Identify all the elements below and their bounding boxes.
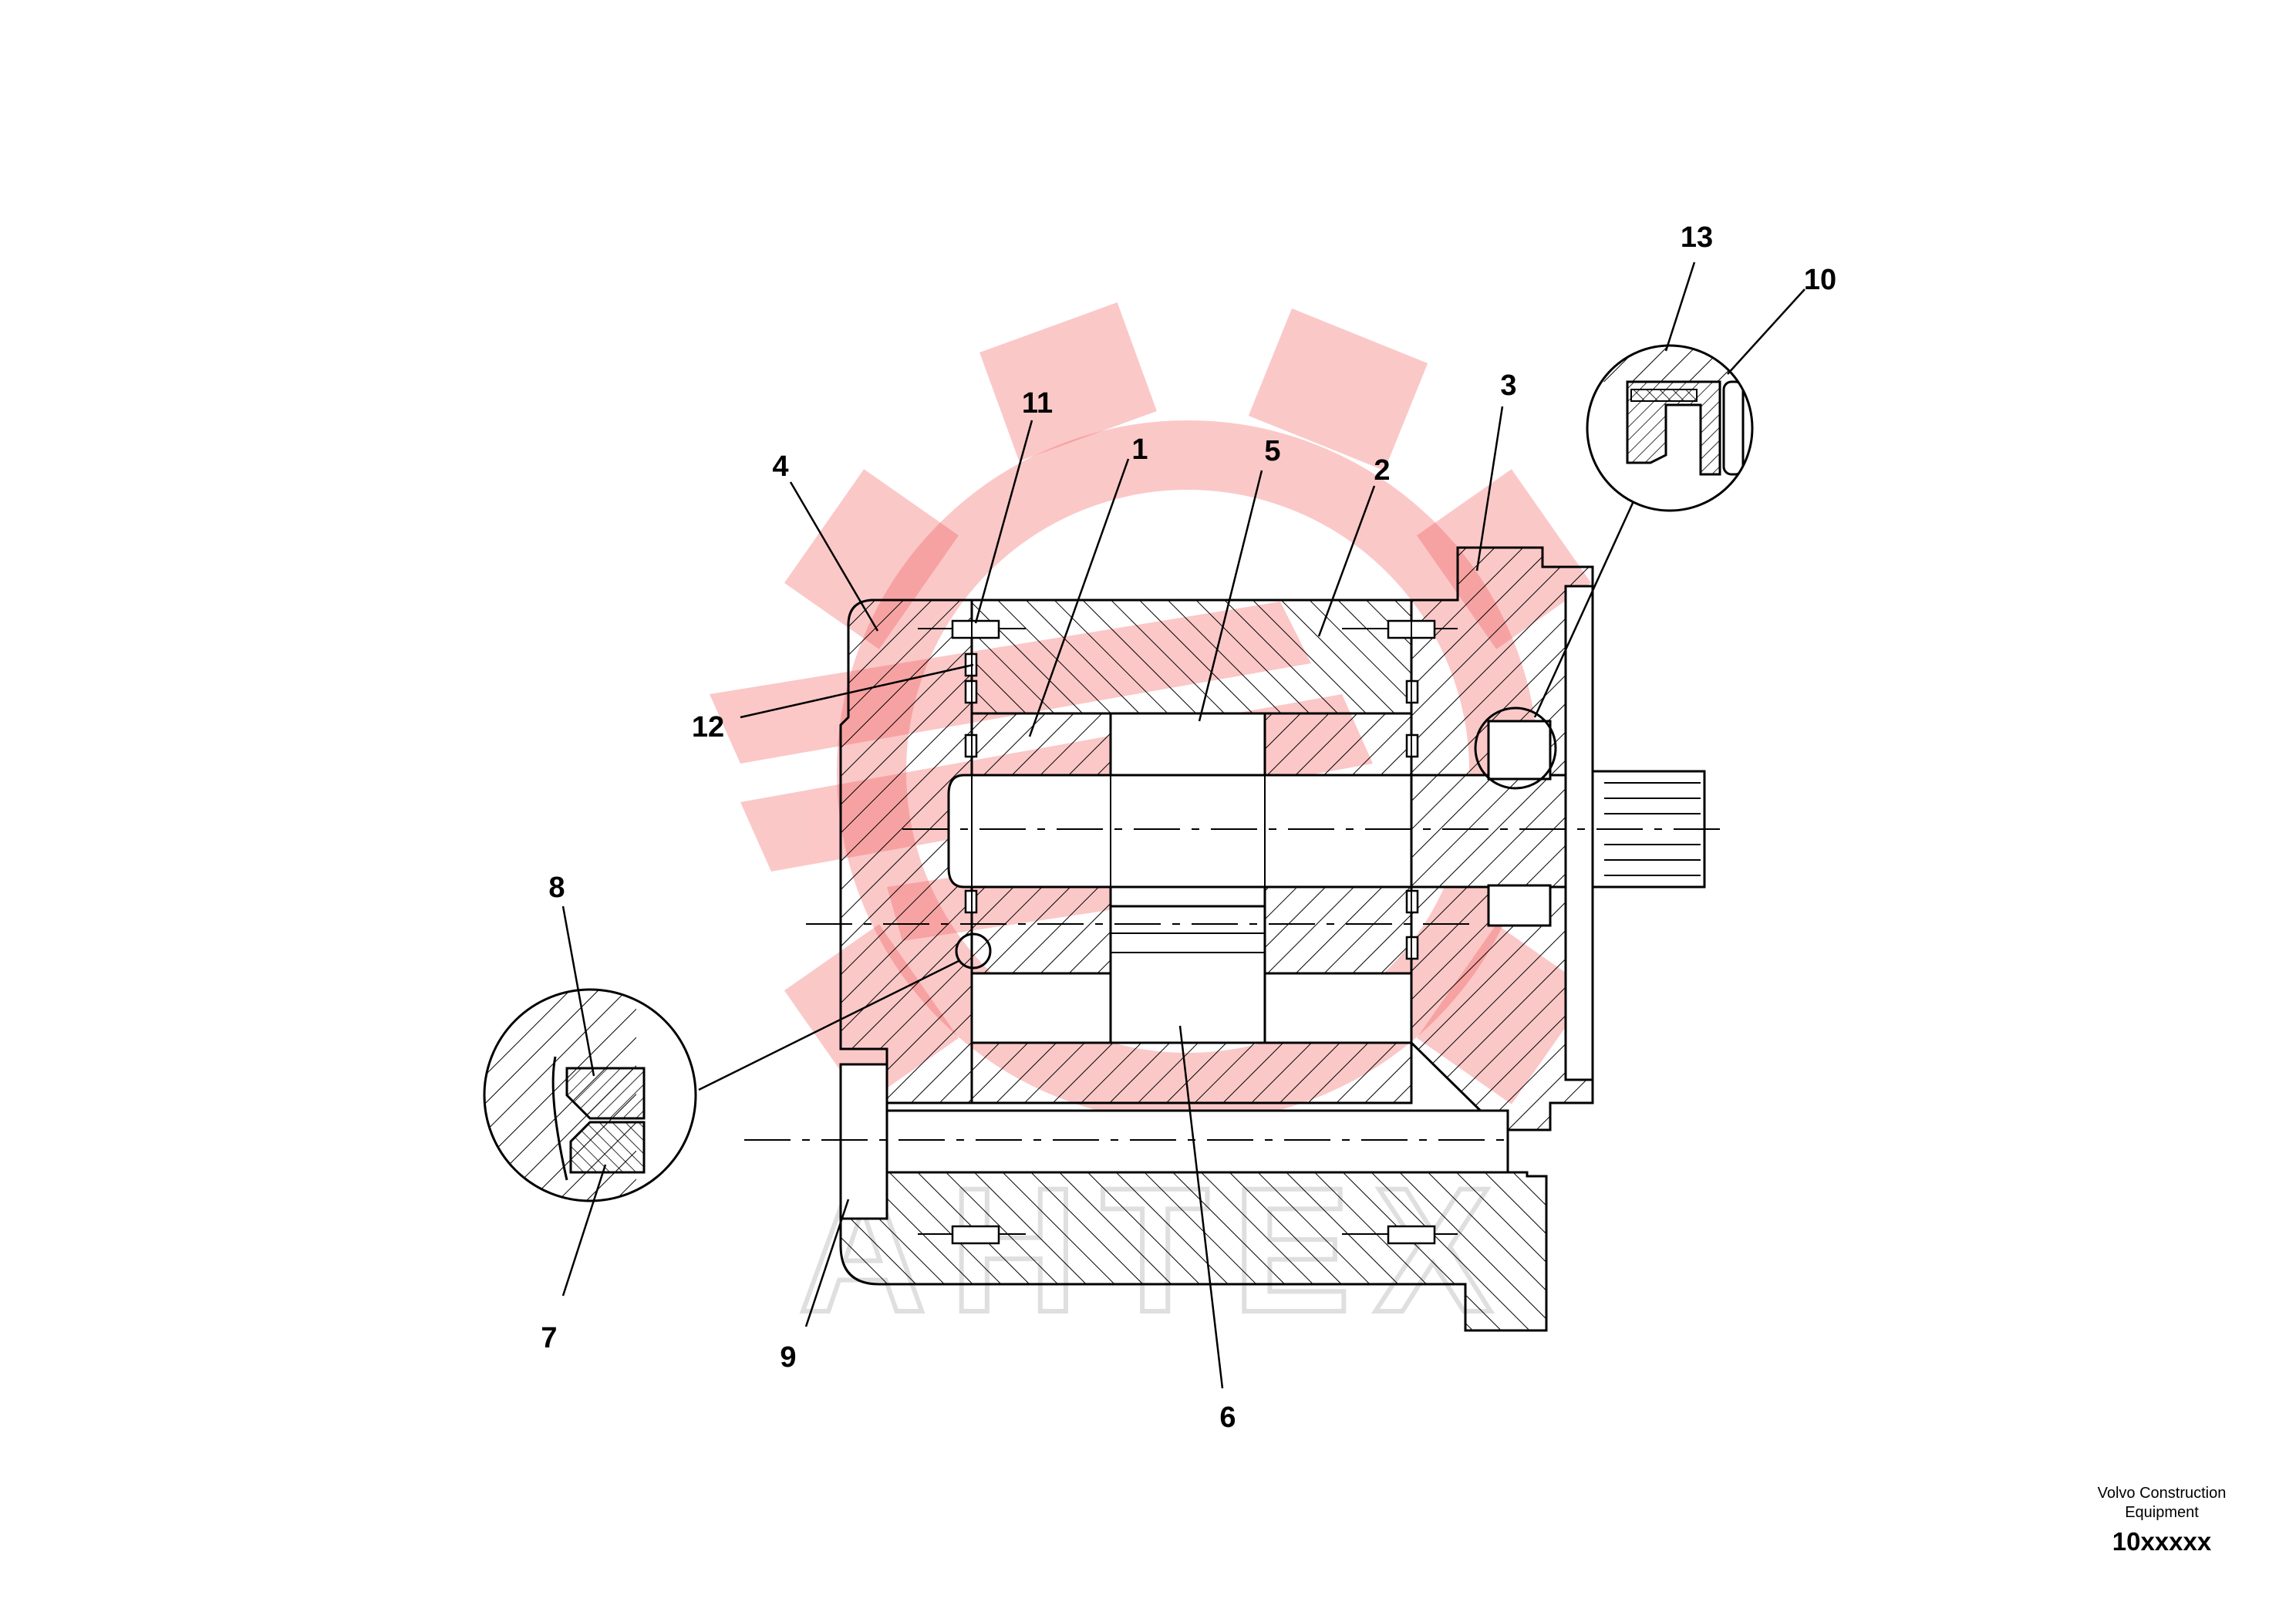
callout-8: 8 — [548, 872, 565, 904]
gear-housing-2-top — [970, 599, 1413, 715]
drawing-code: 10xxxxx — [2112, 1527, 2212, 1556]
o-ring-8 — [565, 1067, 646, 1120]
detail-ref-circle-right — [1474, 706, 1557, 790]
detail-view-left — [483, 988, 697, 1202]
backup-ring-7 — [569, 1121, 646, 1174]
mesh-lines — [971, 600, 1412, 1103]
callout-7: 7 — [541, 1322, 557, 1354]
leader-lines — [561, 261, 1805, 1389]
callout-13: 13 — [1681, 221, 1713, 254]
shaft-seal-bore-lower — [1487, 884, 1552, 927]
gear-lower-right — [1263, 972, 1413, 1044]
bolt-head — [839, 1063, 888, 1220]
driven-gear-6 — [1109, 905, 1266, 1044]
front-cap — [1564, 585, 1594, 1081]
callout-3: 3 — [1500, 369, 1516, 402]
seal-lip-13 — [1630, 389, 1698, 402]
callout-4: 4 — [772, 450, 788, 483]
callout-12: 12 — [692, 711, 724, 744]
center-lines — [744, 628, 1728, 1235]
gear-housing-bottom — [970, 1041, 1413, 1104]
title-block: Volvo Construction Equipment 10xxxxx — [2098, 1485, 2227, 1556]
spline-lines — [1604, 782, 1701, 876]
callout-9: 9 — [780, 1341, 796, 1374]
gear-lower-left — [970, 972, 1112, 1044]
callout-6: 6 — [1219, 1401, 1236, 1434]
detail-ref-circle-left — [955, 932, 992, 969]
callout-1: 1 — [1131, 433, 1148, 466]
company-name-line2: Equipment — [2125, 1504, 2199, 1521]
pump-assembly — [744, 546, 1728, 1332]
detail-view-right — [1586, 344, 1754, 512]
callout-labels: 1 2 3 4 5 6 7 8 9 10 11 12 13 — [541, 221, 1836, 1434]
lower-housing — [839, 1171, 1548, 1332]
callout-10: 10 — [1804, 264, 1836, 296]
shaft-seal-10 — [1626, 380, 1721, 476]
callout-2: 2 — [1374, 454, 1390, 487]
callout-11: 11 — [1022, 387, 1053, 420]
company-name-line1: Volvo Construction — [2098, 1485, 2227, 1502]
callout-5: 5 — [1264, 435, 1280, 467]
through-bolt-9 — [843, 1109, 1509, 1174]
shaft-seal-bore — [1487, 720, 1552, 781]
